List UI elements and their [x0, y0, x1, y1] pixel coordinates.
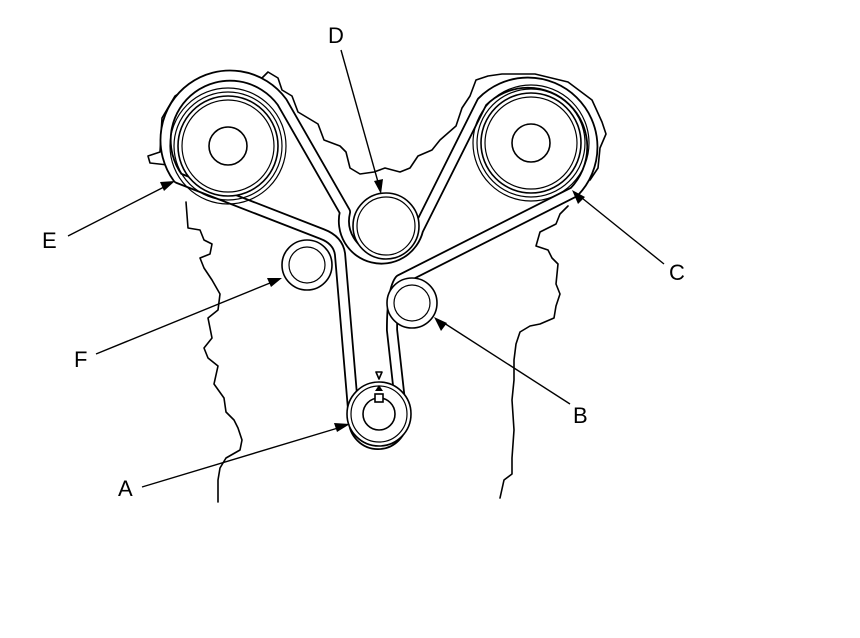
label-e: E [42, 228, 57, 253]
label-b: B [573, 403, 588, 428]
label-d: D [328, 23, 344, 48]
leader-line-b [434, 317, 571, 405]
leader-line-d [340, 49, 383, 194]
camshaft-pulley-right [472, 84, 590, 202]
timing-mark-tooth-icon [375, 385, 383, 391]
tensioner-pulley [386, 277, 438, 329]
idler-pulley [281, 239, 333, 291]
timing-mark-pointer-icon [375, 371, 383, 380]
engine-block-edge-left [185, 201, 243, 503]
leader-line-f [95, 278, 282, 355]
leader-line-a [141, 423, 350, 488]
crankshaft-pulley [346, 381, 412, 447]
label-c: C [669, 260, 685, 285]
label-f: F [74, 347, 87, 372]
water-pump-pulley [352, 192, 420, 260]
camshaft-pulley-left [169, 87, 287, 205]
leader-line-c [572, 190, 665, 265]
label-a: A [118, 476, 133, 501]
engine-block-edge-right [499, 205, 569, 499]
leader-line-e [67, 181, 175, 237]
